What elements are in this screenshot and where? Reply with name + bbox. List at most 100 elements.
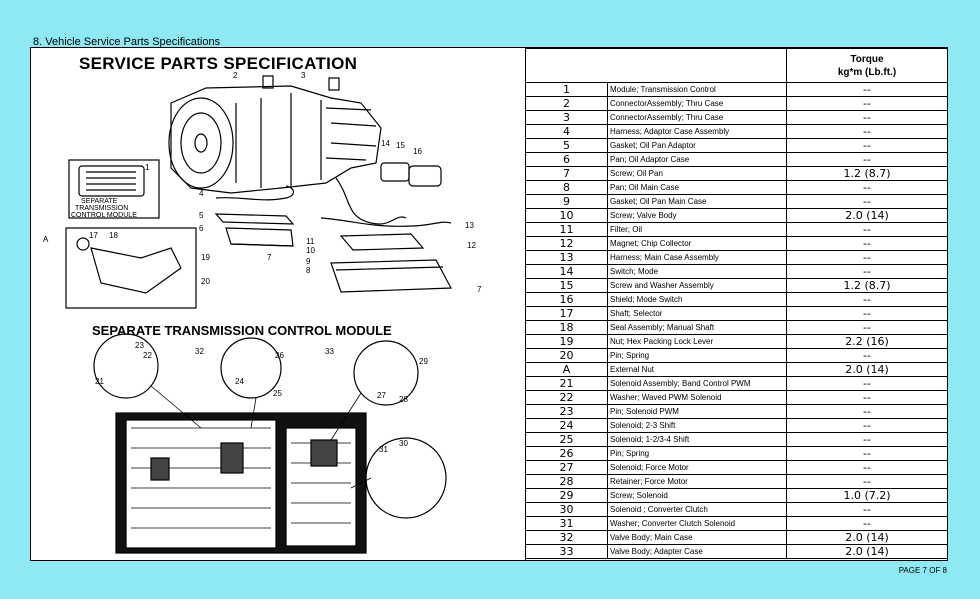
torque-value: 1.2 (8.7) — [786, 166, 948, 181]
callout-4: 4 — [199, 189, 204, 198]
torque-value: -- — [786, 446, 948, 461]
part-description: Valve Body; Main Case — [607, 530, 787, 545]
torque-value: -- — [786, 264, 948, 279]
part-number: 1 — [525, 82, 608, 97]
part-number: 10 — [525, 208, 608, 223]
callout-28: 28 — [399, 395, 408, 404]
callout-30: 30 — [399, 439, 408, 448]
module-label-line1: SEPARATE — [81, 198, 118, 205]
part-description: Pin; Solenoid PWM — [607, 404, 787, 419]
callout-22: 22 — [143, 351, 152, 360]
torque-value: -- — [786, 180, 948, 195]
part-description: Washer; Converter Clutch Solenoid — [607, 516, 787, 531]
torque-value: 2.0 (14) — [786, 530, 948, 545]
torque-value: -- — [786, 250, 948, 265]
callout-A: A — [43, 235, 49, 244]
torque-value: 2.0 (14) — [786, 362, 948, 377]
part-description: Retainer; Force Motor — [607, 474, 787, 489]
part-number: 8 — [525, 180, 608, 195]
part-description: Washer; Waved PWM Solenoid — [607, 390, 787, 405]
figure-title: SERVICE PARTS SPECIFICATION — [79, 54, 358, 73]
torque-value: -- — [786, 222, 948, 237]
part-description: Seal Assembly; Manual Shaft — [607, 320, 787, 335]
part-description: Solenoid; 1-2/3-4 Shift — [607, 432, 787, 447]
part-description: ConnectorAssembly; Thru Case — [607, 110, 787, 125]
module-label-line3: CONTROL MODULE — [71, 212, 137, 219]
part-number: 17 — [525, 306, 608, 321]
torque-value: 2.0 (14) — [786, 208, 948, 223]
header-torque-unit: kg*m (Lb.ft.) — [837, 66, 897, 78]
part-number: 16 — [525, 292, 608, 307]
callout-21: 21 — [95, 377, 104, 386]
header-torque-title: Torque — [850, 53, 884, 65]
callout-29: 29 — [419, 357, 428, 366]
callout-16: 16 — [413, 147, 422, 156]
part-description: Magnet; Chip Collector — [607, 236, 787, 251]
torque-value: -- — [786, 306, 948, 321]
part-number: A — [525, 362, 608, 377]
callout-10: 10 — [306, 246, 315, 255]
callout-13: 13 — [465, 221, 474, 230]
callout-26: 26 — [275, 351, 284, 360]
callout-27: 27 — [377, 391, 386, 400]
callout-7-right: 7 — [477, 285, 482, 294]
torque-value: -- — [786, 390, 948, 405]
part-number: 14 — [525, 264, 608, 279]
part-number: 13 — [525, 250, 608, 265]
part-description: Pin; Spring — [607, 446, 787, 461]
part-number: 3 — [525, 110, 608, 125]
torque-value: 2.0 (14) — [786, 544, 948, 559]
part-number: 19 — [525, 334, 608, 349]
part-description: Filter; Oil — [607, 222, 787, 237]
part-number: 28 — [525, 474, 608, 489]
callout-24: 24 — [235, 377, 244, 386]
torque-value: -- — [786, 460, 948, 475]
header-torque: Torque kg*m (Lb.ft.) — [786, 48, 948, 83]
part-description: Harness; Main Case Assembly — [607, 250, 787, 265]
part-description: Solenoid; Force Motor — [607, 460, 787, 475]
module-label-line2: TRANSMISSION — [75, 205, 128, 212]
torque-value: -- — [786, 194, 948, 209]
part-description: Nut; Hex Packing Lock Lever — [607, 334, 787, 349]
part-description: Module; Transmission Control — [607, 82, 787, 97]
part-description: Valve Body; Adapter Case — [607, 544, 787, 559]
callout-5: 5 — [199, 211, 204, 220]
callout-18: 18 — [109, 231, 118, 240]
part-description: Pin; Spring — [607, 348, 787, 363]
part-number: 31 — [525, 516, 608, 531]
callout-17: 17 — [89, 231, 98, 240]
part-description: Screw; Oil Pan — [607, 166, 787, 181]
part-description: Shield; Mode Switch — [607, 292, 787, 307]
part-description: Screw and Washer Assembly — [607, 278, 787, 293]
part-number: 24 — [525, 418, 608, 433]
callout-23: 23 — [135, 341, 144, 350]
part-number: 25 — [525, 432, 608, 447]
part-number: 7 — [525, 166, 608, 181]
part-number: 23 — [525, 404, 608, 419]
torque-value: -- — [786, 404, 948, 419]
part-number: 20 — [525, 348, 608, 363]
part-description: Switch; Mode — [607, 264, 787, 279]
